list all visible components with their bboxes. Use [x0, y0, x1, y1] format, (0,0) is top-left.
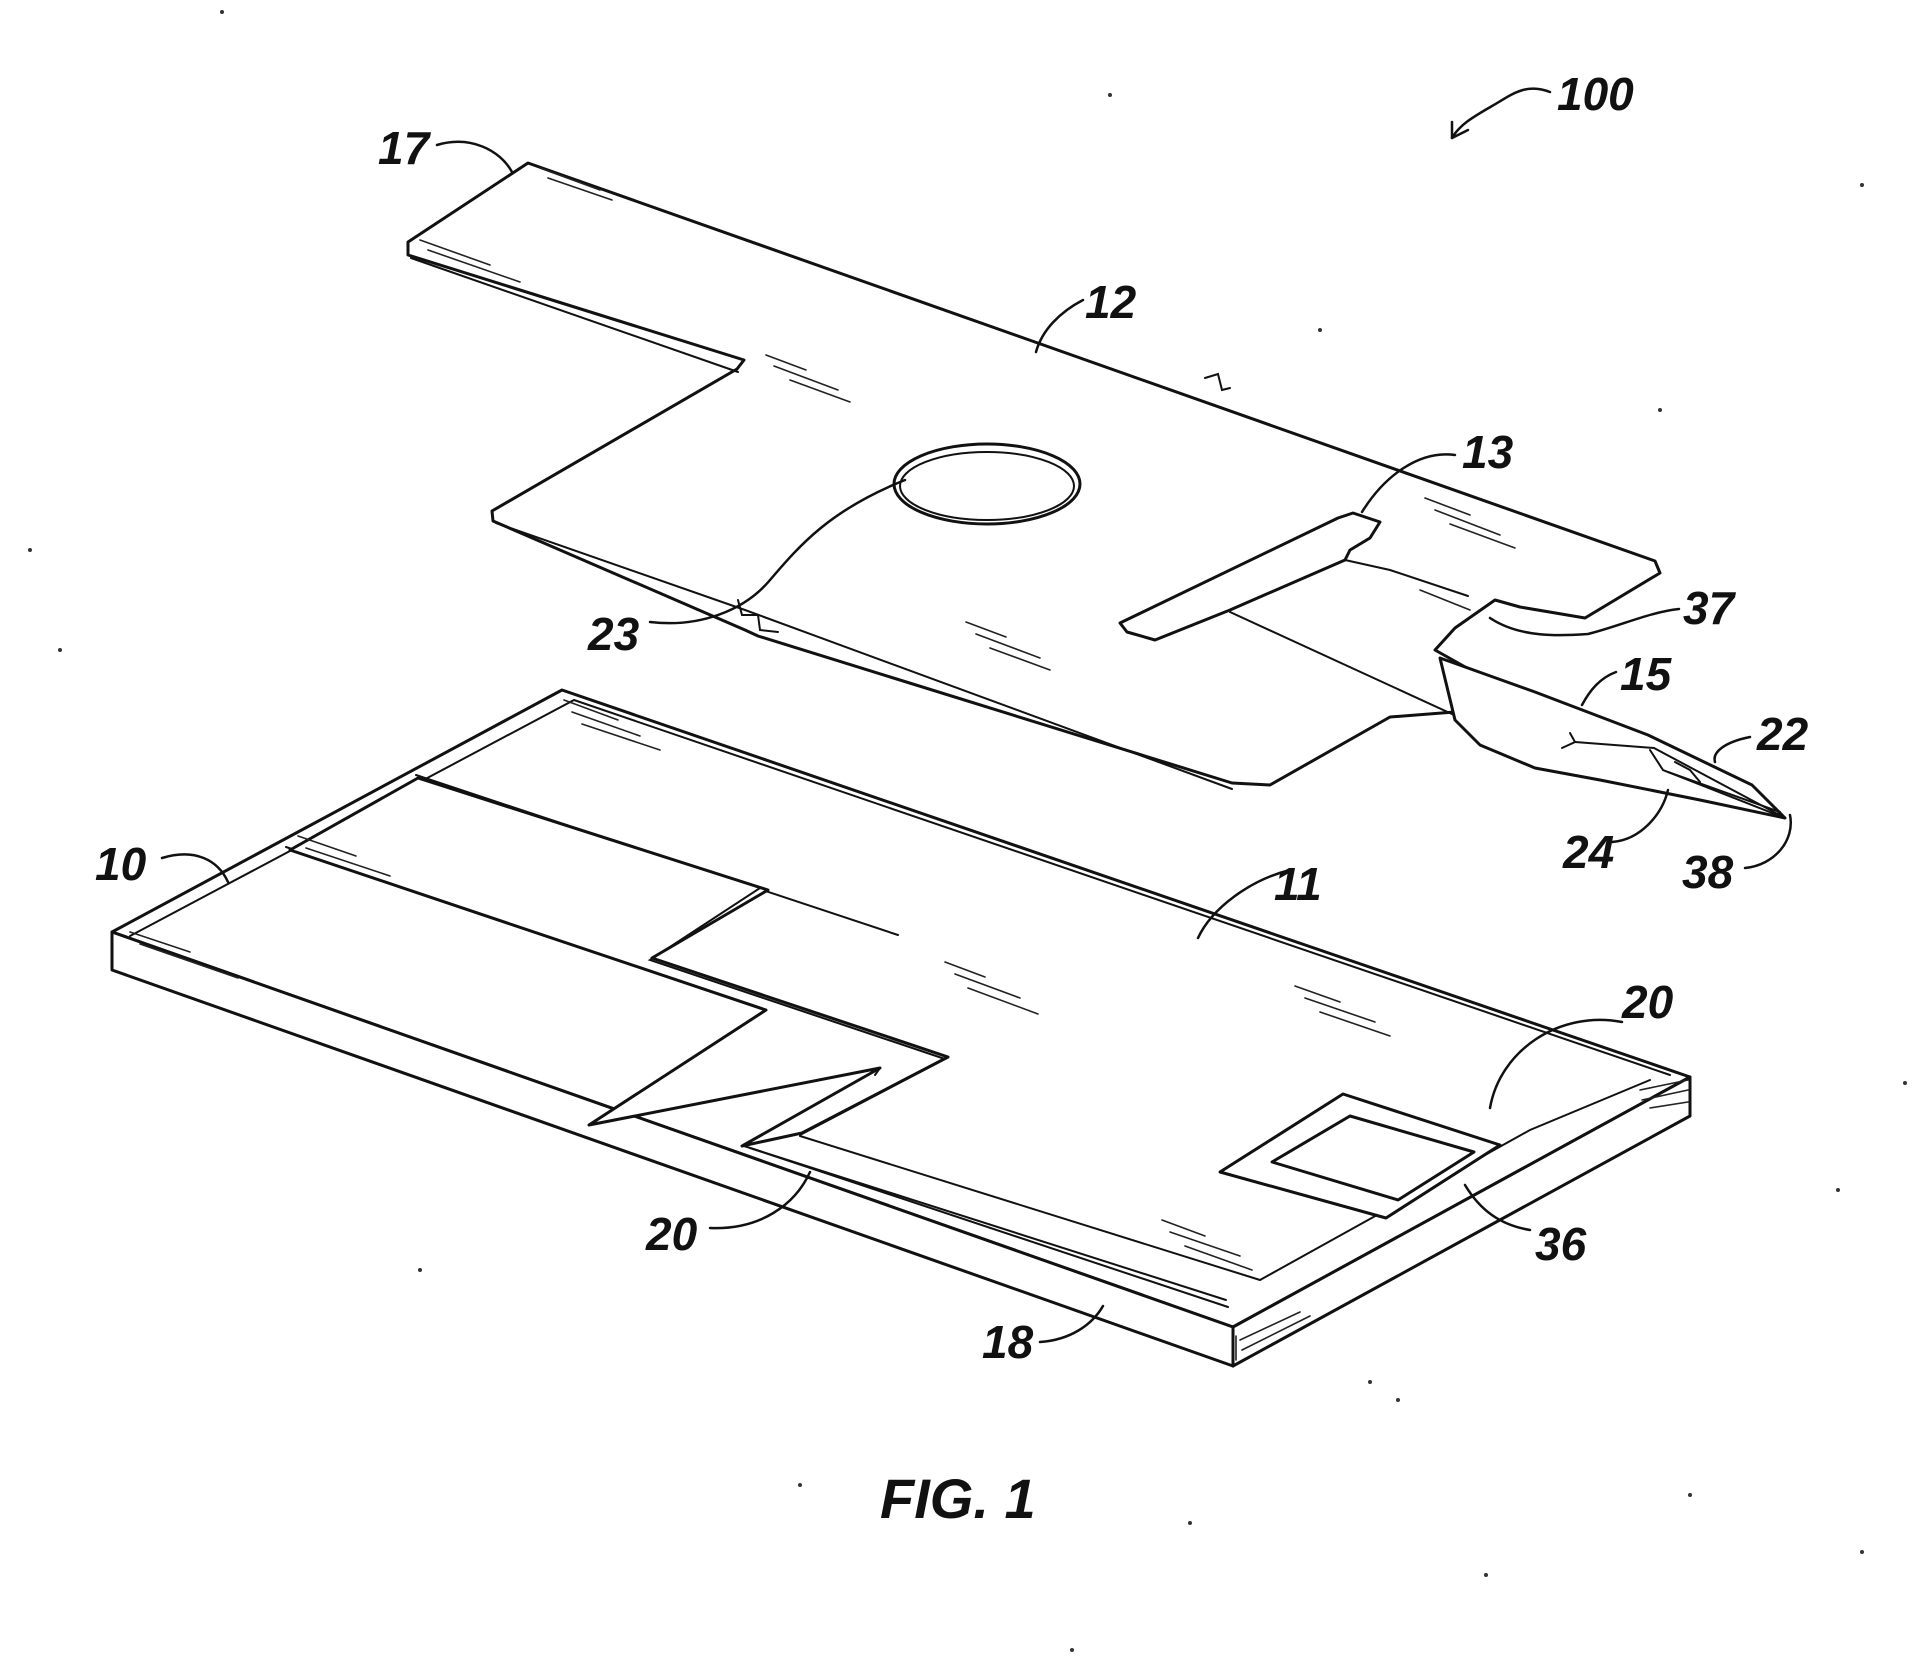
label-12: 12: [1085, 276, 1137, 328]
label-11: 11: [1274, 858, 1322, 910]
figure-caption: FIG. 1: [880, 1467, 1036, 1530]
label-20-right: 20: [1621, 976, 1674, 1028]
label-38: 38: [1682, 846, 1734, 898]
label-22: 22: [1756, 708, 1809, 760]
label-18: 18: [982, 1316, 1034, 1368]
label-37: 37: [1683, 582, 1737, 634]
substrate-10: [112, 690, 1690, 1366]
label-24: 24: [1562, 826, 1614, 878]
label-23: 23: [587, 608, 640, 660]
lancet-tip: [1440, 658, 1785, 818]
label-20-left: 20: [645, 1208, 698, 1260]
label-10: 10: [95, 838, 147, 890]
aperture-23: [894, 444, 1080, 524]
label-100: 100: [1557, 68, 1634, 120]
label-36: 36: [1535, 1218, 1587, 1270]
label-15: 15: [1620, 648, 1673, 700]
label-13: 13: [1462, 426, 1514, 478]
label-17: 17: [378, 122, 432, 174]
